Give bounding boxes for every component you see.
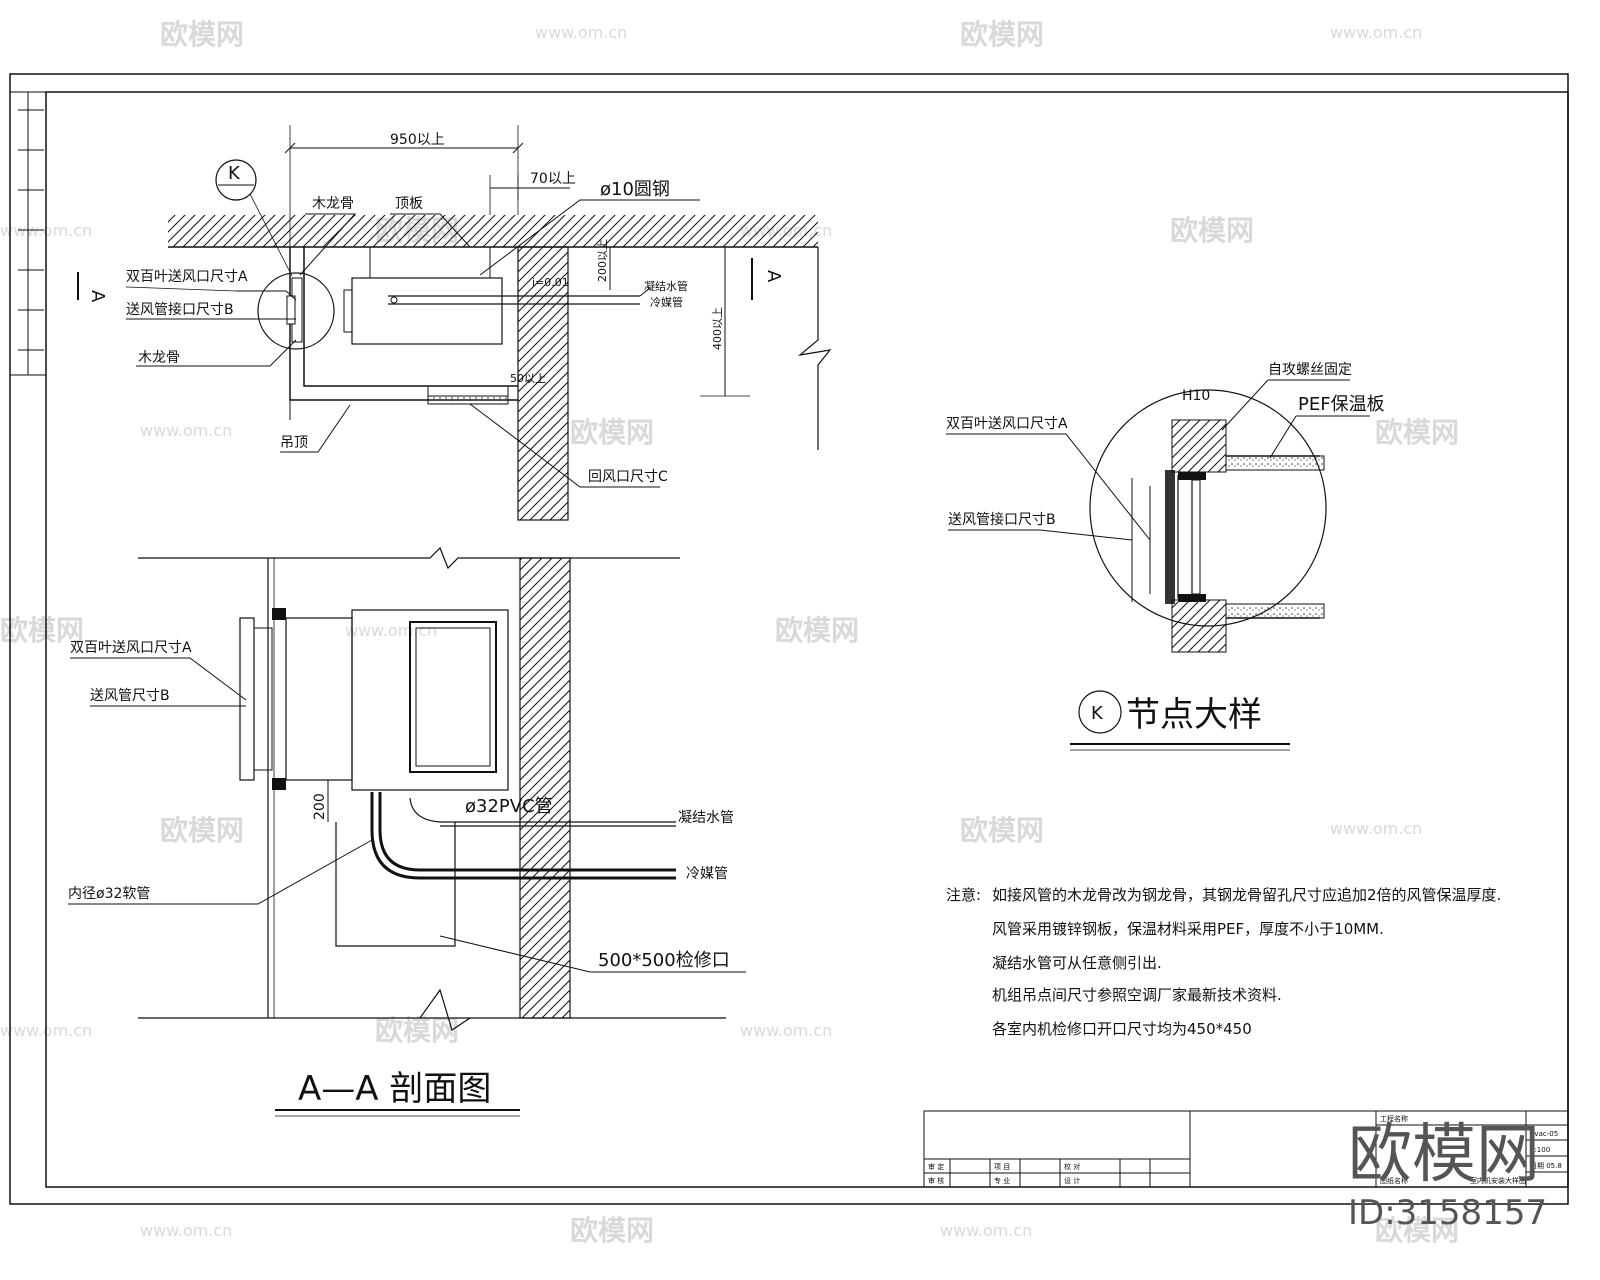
detail-k-view: H10 自攻螺丝固定 PEF保温板 双百叶送风口尺寸A 送风管接口尺寸B K 节… (946, 362, 1385, 751)
indoor-unit-section (351, 609, 509, 791)
tb-date: 日期 05.8 (1530, 1162, 1562, 1170)
watermark-brand: 欧模网 (570, 416, 654, 449)
section-mark-a-left: A (87, 290, 108, 303)
label-return-c: 回风口尺寸C (588, 469, 668, 485)
watermark-url: www.om.cn (535, 23, 627, 42)
tb-approve: 审 定 (928, 1162, 944, 1171)
watermark-url: www.om.cn (140, 421, 232, 440)
dim-50: 50以上 (510, 372, 546, 385)
ceiling-slab-hatch (168, 215, 818, 247)
section-title: A—A 剖面图 (298, 1069, 491, 1109)
dim-400: 400以上 (711, 307, 724, 350)
label-duct-b-sec: 送风管尺寸B (90, 688, 170, 704)
notes-heading: 注意: (946, 886, 981, 904)
watermark-url: www.om.cn (940, 1221, 1032, 1240)
label-louver-a-top: 双百叶送风口尺寸A (126, 269, 248, 285)
label-duct-b-k: 送风管接口尺寸B (948, 511, 1056, 528)
note-line-4: 机组吊点间尺寸参照空调厂家最新技术资料. (992, 986, 1282, 1004)
watermark-url: www.om.cn (740, 1021, 832, 1040)
watermark-url: www.om.cn (345, 621, 437, 640)
watermark-brand: 欧模网 (160, 18, 244, 51)
label-wood-keel-left: 木龙骨 (138, 350, 180, 366)
tb-sheet-title: 室内机安装大样图 (1470, 1176, 1526, 1185)
watermark-url: www.om.cn (1330, 23, 1422, 42)
label-louver-a-sec: 双百叶送风口尺寸A (70, 640, 192, 656)
tb-project: 项 目 (994, 1163, 1010, 1171)
detail-bubble-k (215, 159, 257, 201)
label-slope: i=0.01 (532, 276, 569, 289)
tb-discipline: 专 业 (994, 1176, 1010, 1185)
watermark-url: www.om.cn (1330, 819, 1422, 838)
label-ceiling-slab: 顶板 (395, 196, 423, 212)
note-line-1: 如接风管的木龙骨改为钢龙骨，其钢龙骨留孔尺寸应追加2倍的风管保温厚度. (992, 886, 1501, 904)
detail-bubble-k-text: K (228, 163, 241, 184)
tb-drawing-no: hvac-05 (1530, 1130, 1558, 1138)
label-pef-board: PEF保温板 (1298, 394, 1385, 415)
label-hose: 内径ø32软管 (68, 886, 150, 902)
binding-margin (10, 91, 46, 376)
detail-callout-circle (257, 272, 335, 350)
watermark-brand: 欧模网 (1170, 214, 1254, 247)
notes-block: 注意: 如接风管的木龙骨改为钢龙骨，其钢龙骨留孔尺寸应追加2倍的风管保温厚度. … (946, 886, 1501, 1038)
dim-200-top: 200以上 (596, 239, 609, 282)
inner-frame (45, 91, 1569, 1188)
label-condensate-top: 凝结水管 (644, 279, 688, 293)
detail-title-bubble (1078, 690, 1122, 734)
note-line-3: 凝结水管可从任意侧引出. (992, 954, 1162, 972)
indoor-unit (351, 277, 503, 345)
watermark-brand: 欧模网 (160, 814, 244, 847)
label-louver-a-k: 双百叶送风口尺寸A (946, 416, 1068, 432)
label-duct-b-top: 送风管接口尺寸B (126, 301, 234, 318)
watermark-id: ID:3158157 (1348, 1193, 1547, 1233)
label-wood-keel-top: 木龙骨 (312, 196, 354, 212)
label-condensate-sec: 凝结水管 (678, 810, 734, 826)
tb-drawing-name: 图纸名称 (1380, 1176, 1408, 1185)
title-block (923, 1110, 1569, 1188)
note-line-2: 风管采用镀锌钢板，保温材料采用PEF，厚度不小于10MM. (992, 920, 1384, 938)
detail-title: 节点大样 (1126, 695, 1262, 735)
watermark-brand: 欧模网 (0, 614, 84, 647)
label-steel-bar: ø10圆钢 (600, 179, 670, 200)
tb-check: 校 对 (1064, 1162, 1080, 1171)
watermark-brand: 欧模网 (1375, 416, 1459, 449)
access-panel (335, 822, 456, 947)
label-refrigerant-sec: 冷媒管 (686, 866, 728, 882)
watermark-brand: 欧模网 (1375, 1214, 1459, 1247)
dim-200-bottom: 200 (312, 793, 328, 820)
tb-project-name: 工程名称 (1380, 1114, 1408, 1123)
dim-70: 70以上 (530, 171, 576, 187)
wall-hatch (517, 246, 569, 521)
watermark-brand: 欧模网 (775, 614, 859, 647)
label-refrigerant-top: 冷媒管 (650, 295, 683, 309)
watermark-brand: 欧模网 (960, 18, 1044, 51)
tb-design: 设 计 (1064, 1176, 1080, 1185)
section-aa-view: 200 ø32PVC管 凝结水管 冷媒管 双百叶送风口尺寸A 送风管尺寸B 内径… (68, 546, 746, 1117)
wall-hatch-section (519, 557, 571, 1019)
watermark-brand-large: 欧模网 (1348, 1118, 1540, 1192)
watermark-layer: 欧模网 www.om.cn 欧模网 www.om.cn 欧模网 www.om.c… (0, 18, 1459, 1247)
note-line-5: 各室内机检修口开口尺寸均为450*450 (992, 1020, 1252, 1038)
elevation-view: 950以上 70以上 ø10圆钢 200以上 i=0.01 400以上 50以上… (77, 125, 832, 521)
watermark-brand: 欧模网 (375, 1014, 459, 1047)
watermark-brand: 欧模网 (960, 814, 1044, 847)
label-suspended-ceiling: 吊顶 (280, 435, 308, 451)
tb-scale: 1:100 (1530, 1146, 1550, 1154)
section-mark-a-right: A (763, 270, 784, 283)
label-screw-fix: 自攻螺丝固定 (1268, 362, 1352, 378)
watermark-url: www.om.cn (140, 1221, 232, 1240)
tb-review: 审 核 (928, 1176, 944, 1185)
label-pvc-pipe: ø32PVC管 (465, 796, 553, 817)
title-block-text: 审 定 审 核 项 目 专 业 校 对 设 计 工程名称 hvac-05 1:1… (928, 1114, 1562, 1185)
watermark-brand: 欧模网 (570, 1214, 654, 1247)
dim-950: 950以上 (390, 132, 445, 148)
detail-title-bubble-text: K (1091, 703, 1104, 724)
label-h10: H10 (1182, 388, 1210, 404)
label-access-panel: 500*500检修口 (598, 950, 730, 971)
